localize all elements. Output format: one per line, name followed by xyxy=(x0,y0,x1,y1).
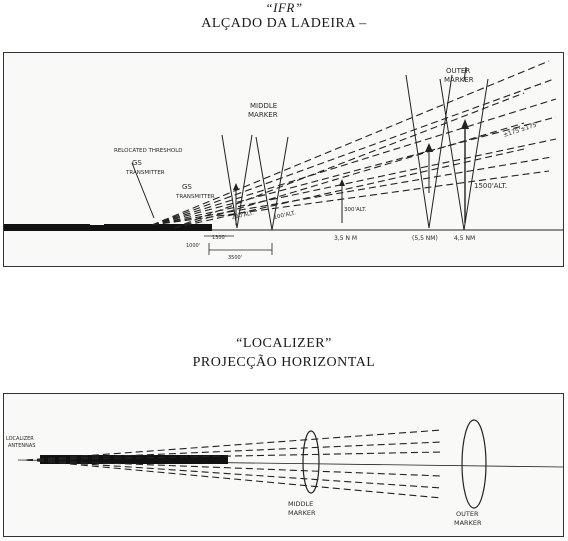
localizer-title: “LOCALIZER” xyxy=(236,336,332,351)
middle-marker-ellipse xyxy=(302,430,320,494)
outer-marker-ellipse xyxy=(461,419,487,509)
gs-transmitter-1-label-1: GS xyxy=(132,159,142,167)
gs-transmitter-2-label-2: TRANSMITTER xyxy=(175,194,215,200)
relocated-threshold-label: RELOCATED THRESHOLD xyxy=(114,148,183,154)
alt-300-label: 300'ALT. xyxy=(344,207,367,213)
horizontal-projection-title: PROJECÇÃO HORIZONTAL xyxy=(192,355,376,370)
alt-100-label: 100'ALT. xyxy=(273,210,297,221)
localizer-beams xyxy=(25,429,443,499)
loc-middle-marker-label-2: MARKER xyxy=(288,509,316,517)
alt-200-label: 200'ALT. xyxy=(231,210,255,221)
middle-marker-label-2: MARKER xyxy=(248,111,278,119)
outer-marker-cones xyxy=(405,74,489,231)
localizer-antenna-label-2: ANTENNAS xyxy=(8,443,35,449)
glide-slope-title: ALÇADO DA LADEIRA – xyxy=(0,16,568,32)
gs-transmitter-1-label-2: TRANSMITTER xyxy=(125,170,165,176)
localizer-antenna-label-1: LOCALIZER xyxy=(6,436,34,442)
dist-1300-label: 1300' xyxy=(212,235,226,241)
ifr-title: “IFR” xyxy=(265,0,303,15)
elevation-label: ALÇADO DA LADEIRA – xyxy=(201,16,367,31)
outer-marker-label-2: MARKER xyxy=(444,76,474,84)
threshold-leader xyxy=(131,162,155,219)
middle-marker-cones xyxy=(221,134,289,231)
glide-slope-diagram: OUTER MARKER MIDDLE MARKER RELOCATED THR… xyxy=(3,52,564,267)
glide-slope-svg: OUTER MARKER MIDDLE MARKER RELOCATED THR… xyxy=(4,60,563,261)
loc-middle-marker-label-1: MIDDLE xyxy=(288,500,313,508)
nm-4-5-label: 4,5 NM xyxy=(454,235,475,242)
outer-marker-label-1: OUTER xyxy=(446,67,470,75)
loc-outer-marker-label-1: OUTER xyxy=(456,510,479,518)
nm-5-5-label: (5,5 NM) xyxy=(412,235,438,242)
localizer-diagram: LOCALIZER ANTENNAS MIDDLE MARKER OUTER M… xyxy=(3,393,564,537)
nm-3-5-label: 3,5 N M xyxy=(334,235,357,242)
glide-slope-beams xyxy=(151,60,557,229)
dist-1000-label: 1000' xyxy=(186,243,200,249)
middle-marker-label-1: MIDDLE xyxy=(250,102,277,110)
alt-1500-label: 1500'ALT. xyxy=(474,182,507,190)
loc-outer-marker-label-2: MARKER xyxy=(454,519,482,527)
runway xyxy=(4,224,212,231)
gs-transmitter-2-label-1: GS xyxy=(182,183,192,191)
tolerance-label: ±175'±175' xyxy=(502,121,539,139)
localizer-runway xyxy=(40,455,228,464)
localizer-svg: LOCALIZER ANTENNAS MIDDLE MARKER OUTER M… xyxy=(6,419,563,527)
dist-3500-label: 3500' xyxy=(228,255,242,261)
